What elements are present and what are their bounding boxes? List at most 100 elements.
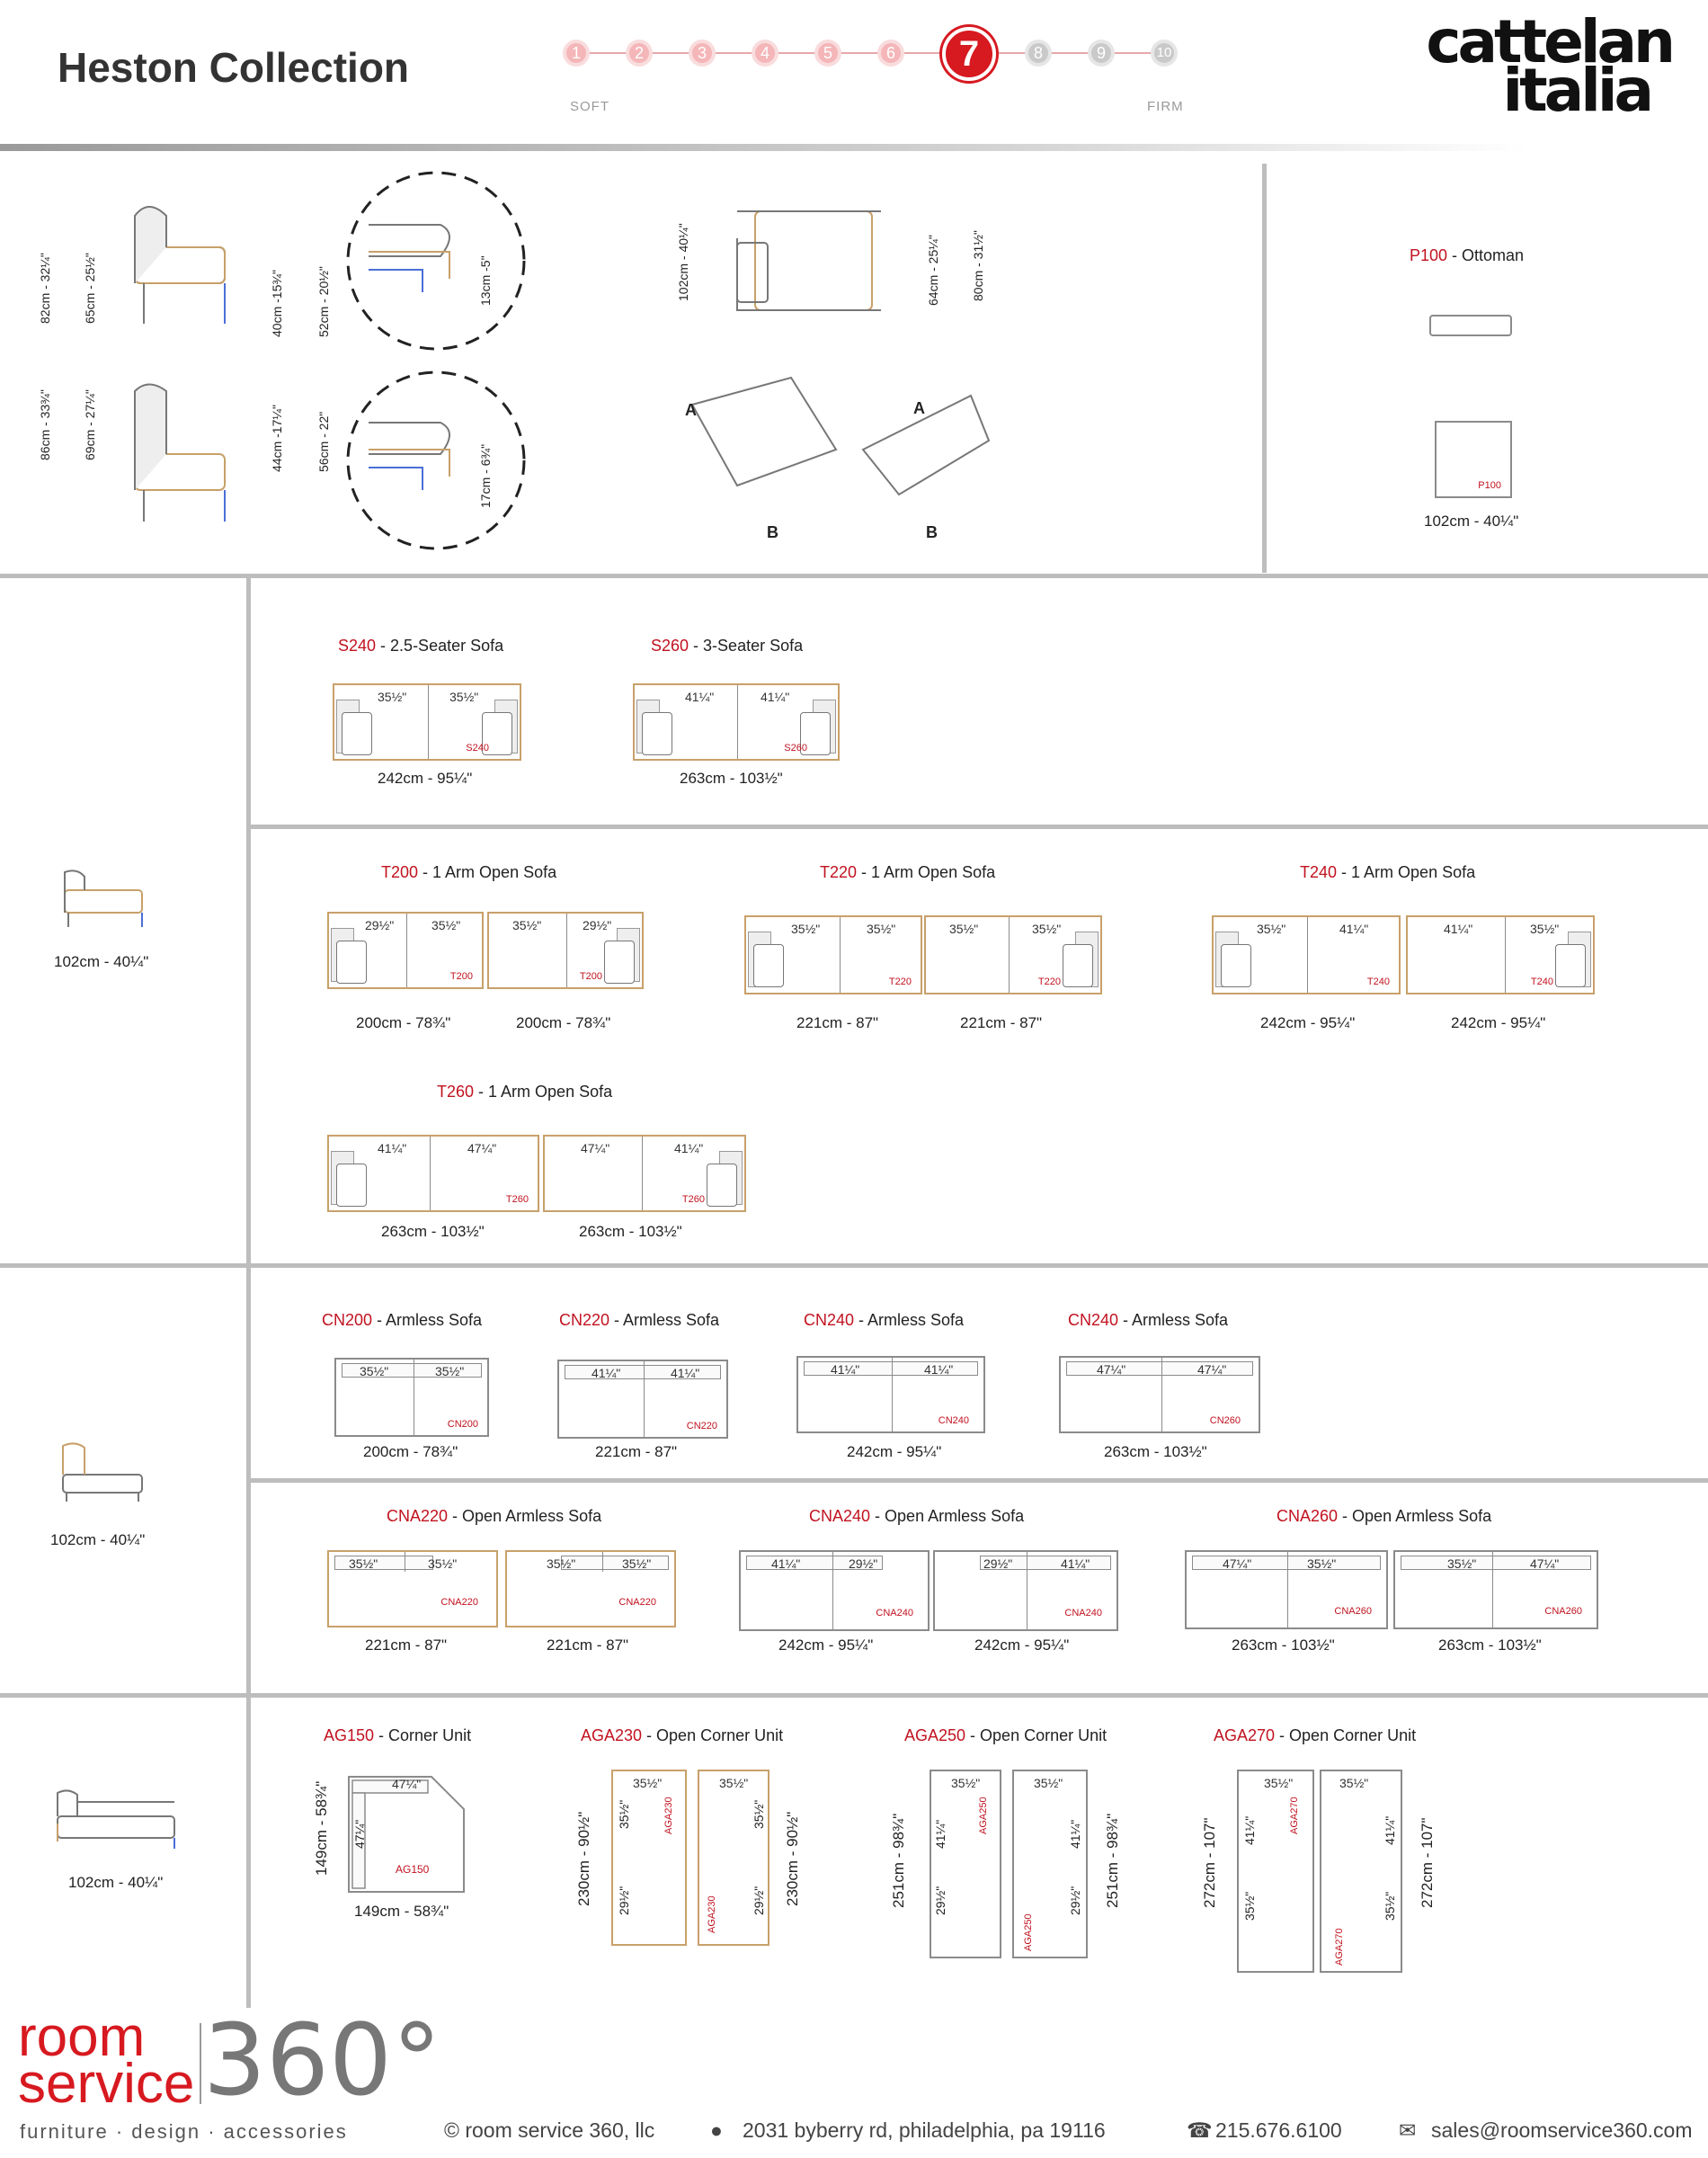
seat-divider	[832, 1552, 833, 1629]
seat-label: 29½"	[849, 1556, 878, 1571]
model-code: CNA260	[1544, 1606, 1582, 1617]
seat-label: 35½"	[1257, 922, 1286, 936]
cn260-code: CN240	[1068, 1311, 1119, 1329]
cn220-code: CN220	[559, 1311, 610, 1329]
dim-side-1b: 65cm - 25½"	[83, 253, 97, 324]
ag150-dim-bottom: 149cm - 58¾"	[354, 1903, 449, 1920]
seat-label: 41¼"	[592, 1366, 621, 1380]
seat-label: 35½"	[378, 690, 407, 704]
seat-divider	[1505, 917, 1506, 993]
t240-plan-right: 41¼" 35½" T240	[1406, 915, 1595, 994]
aga230-seat-6: 29½"	[752, 1886, 766, 1915]
cna220-code: CNA220	[387, 1507, 449, 1525]
cna240-name: - Open Armless Sofa	[870, 1507, 1025, 1525]
cn240-code: CN240	[804, 1311, 855, 1329]
header-divider	[0, 144, 1528, 151]
aga250-plan-right: 35½"	[1012, 1770, 1088, 1958]
seat-label: 41¼"	[771, 1556, 801, 1571]
seat-label: 35½"	[622, 1556, 652, 1571]
label-b-1: B	[767, 523, 778, 541]
seat-label: 35½"	[1530, 922, 1560, 936]
aga250-dim-right: 251cm - 98¾"	[1104, 1813, 1121, 1908]
cn200-name: - Armless Sofa	[372, 1311, 483, 1329]
s240-dim: 242cm - 95¼"	[378, 770, 473, 787]
seat-label: 47¼"	[581, 1141, 610, 1155]
aga230-dim-right: 230cm - 90½"	[784, 1811, 801, 1906]
cna220-dim-right: 221cm - 87"	[547, 1636, 629, 1654]
ottoman-top-view: P100	[1435, 421, 1512, 498]
seat-label: 47¼"	[1197, 1362, 1227, 1377]
seat-label: 35½"	[1339, 1776, 1369, 1790]
backrest	[746, 1556, 883, 1570]
divider-vertical-top	[1262, 164, 1267, 573]
seat-label: 35½"	[360, 1364, 389, 1378]
ottoman-caption: P100 - Ottoman	[1410, 246, 1524, 265]
cn240-plan: 41¼" 41¼" CN240	[796, 1356, 985, 1433]
seat-divider	[406, 914, 407, 987]
firmness-dot-selected: 7	[942, 27, 996, 81]
cn200-code: CN200	[322, 1311, 373, 1329]
model-code: CN240	[938, 1415, 969, 1426]
aga270-seat-6: 35½"	[1383, 1891, 1397, 1921]
model-code: CN260	[1209, 1415, 1241, 1426]
cna260-caption: CNA260 - Open Armless Sofa	[1277, 1507, 1491, 1526]
model-code: T200	[449, 971, 473, 982]
section2-thumbnail	[62, 1442, 143, 1502]
seat-label: 35½"	[951, 1776, 981, 1790]
firmness-scale: 1 2 3 4 5 6 7 8 9 10 SOFT FIRM	[548, 27, 1196, 126]
t240-dim-left: 242cm - 95¼"	[1260, 1014, 1356, 1031]
pillow	[1555, 944, 1586, 987]
seat-label: 35½"	[349, 1556, 378, 1571]
t260-plan-right: 47¼" 41¼" T260	[543, 1135, 746, 1212]
dim-side-2c: 44cm -17¼"	[270, 404, 284, 472]
model-code: CNA220	[618, 1597, 656, 1608]
pillow	[482, 712, 512, 755]
aga270-seat-5: 41¼"	[1383, 1815, 1397, 1845]
model-code: S260	[784, 743, 807, 754]
backrest	[1401, 1556, 1591, 1570]
aga230-seat-3: 35½"	[617, 1799, 631, 1829]
t240-name: - 1 Arm Open Sofa	[1337, 863, 1476, 881]
t260-caption: T260 - 1 Arm Open Sofa	[437, 1083, 612, 1101]
footer-email[interactable]: sales@roomservice360.com	[1431, 2118, 1693, 2142]
aga230-dim-left: 230cm - 90½"	[575, 1811, 592, 1906]
ag150-dim-side: 149cm - 58¾"	[313, 1780, 330, 1876]
model-code: CNA240	[876, 1608, 913, 1618]
ottoman-name: - Ottoman	[1447, 246, 1525, 264]
t220-plan-left: 35½" 35½" T220	[744, 915, 922, 994]
section1-thumbnail	[64, 869, 143, 927]
backrest	[1192, 1556, 1381, 1570]
aga250-dim-left: 251cm - 98¾"	[890, 1813, 907, 1908]
section1-depth: 102cm - 40¼"	[54, 953, 149, 970]
firmness-dot-2: 2	[626, 40, 653, 67]
aga270-dim-right: 272cm - 107"	[1419, 1817, 1436, 1908]
t260-dim-right: 263cm - 103½"	[579, 1223, 682, 1240]
t200-code: T200	[381, 863, 419, 881]
backrest	[1066, 1361, 1253, 1376]
footer-email-icon: ✉	[1399, 2118, 1417, 2142]
seat-divider	[892, 1358, 893, 1431]
cn260-dim: 263cm - 103½"	[1104, 1443, 1207, 1460]
t240-plan-left: 35½" 41¼" T240	[1212, 915, 1401, 994]
seat-label: 41¼"	[674, 1141, 704, 1155]
cn260-plan: 47¼" 47¼" CN260	[1059, 1356, 1260, 1433]
aga250-seat-6: 29½"	[1068, 1886, 1082, 1915]
cn200-caption: CN200 - Armless Sofa	[322, 1311, 482, 1330]
footer-phone[interactable]: 215.676.6100	[1215, 2118, 1342, 2142]
s260-code: S260	[651, 637, 689, 655]
model-code: CN220	[686, 1421, 717, 1431]
t200-plan-left: 29½" 35½" T200	[327, 912, 484, 989]
seat-label: 47¼"	[1223, 1556, 1252, 1571]
aga270-model-1: AGA270	[1289, 1797, 1300, 1834]
dim-side-2e: 17cm - 6¾"	[478, 443, 493, 508]
ag150-seat-side: 47¼"	[352, 1819, 367, 1849]
aga250-model-1: AGA250	[978, 1797, 989, 1834]
seat-divider	[428, 685, 429, 759]
seat-label: 35½"	[1032, 922, 1062, 936]
aga270-plan-left: 35½"	[1237, 1770, 1314, 1973]
s260-caption: S260 - 3-Seater Sofa	[651, 637, 803, 655]
ottoman-side-view	[1429, 315, 1512, 336]
ag150-seat-top: 47¼"	[392, 1777, 422, 1791]
dim-side-3a: 102cm - 40¼"	[676, 223, 690, 301]
aga230-model-2: AGA230	[707, 1895, 717, 1933]
